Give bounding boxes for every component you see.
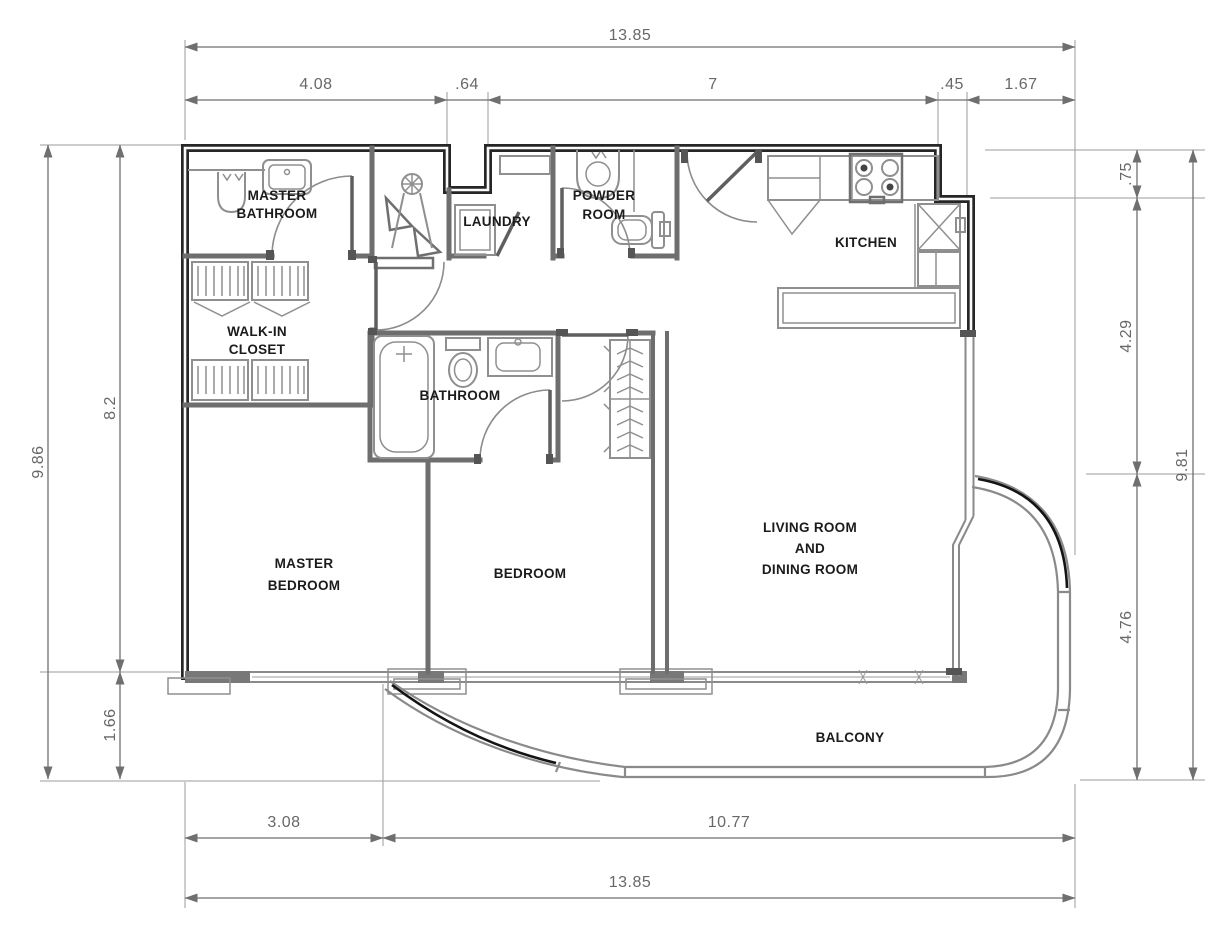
dim-bottom: 3.08 10.77 13.85: [184, 814, 1076, 903]
dim-8-2: 8.2: [102, 396, 119, 420]
laundry-fixtures: [454, 155, 551, 256]
dim-75: .75: [1118, 162, 1135, 186]
interior-walls: [182, 145, 680, 675]
bottom-window-wall: [167, 668, 967, 695]
powder-room-door[interactable]: [557, 187, 635, 258]
dim-45: .45: [940, 76, 964, 93]
toilet-icon: [445, 337, 481, 388]
label-walk-in-closet-1: WALK-IN: [227, 324, 287, 339]
bedroom-door[interactable]: [556, 329, 638, 402]
label-master-bathroom-2: BATHROOM: [237, 206, 318, 221]
label-balcony: BALCONY: [816, 730, 885, 745]
label-bedroom: BEDROOM: [494, 566, 567, 581]
label-master-bathroom-1: MASTER: [248, 188, 307, 203]
dim-4-08: 4.08: [299, 76, 332, 93]
dim-9-86: 9.86: [30, 445, 47, 478]
kitchen-island: [777, 287, 961, 329]
label-laundry: LAUNDRY: [463, 214, 531, 229]
dim-right: .75 4.29 4.76 9.81: [1118, 149, 1198, 781]
wardrobe-icon: [603, 339, 651, 459]
dim-9-81: 9.81: [1174, 448, 1191, 481]
toilet-icon: [217, 172, 246, 214]
master-bathroom-door[interactable]: [266, 175, 356, 260]
balcony-railing-icon: [384, 474, 1072, 779]
bathroom-door[interactable]: [474, 389, 553, 464]
label-living-dining-3: DINING ROOM: [762, 562, 858, 577]
dim-1-67: 1.67: [1004, 76, 1037, 93]
shower-threshold: [373, 256, 435, 270]
label-walk-in-closet-2: CLOSET: [229, 342, 286, 357]
dim-top-total-label: 13.85: [609, 27, 652, 44]
dim-top-total: 13.85: [184, 27, 1076, 52]
dim-3-08: 3.08: [267, 814, 300, 831]
label-living-dining-1: LIVING ROOM: [763, 520, 857, 535]
label-living-dining-2: AND: [795, 541, 825, 556]
label-bathroom: BATHROOM: [420, 388, 501, 403]
shower-icon: [391, 173, 433, 249]
extension-lines: [40, 40, 1205, 908]
laundry-shelf: [499, 155, 551, 175]
bathtub-icon: [373, 335, 435, 459]
sink-icon: [487, 337, 553, 377]
powder-room-fixtures: [576, 150, 671, 249]
exterior-walls: [181, 144, 975, 680]
closet-rack-icon: [191, 261, 311, 401]
bathroom-fixtures: [373, 335, 553, 459]
dim-4-76: 4.76: [1118, 610, 1135, 643]
stove-icon: [848, 152, 904, 205]
dim-7: 7: [708, 76, 717, 93]
dim-1-66: 1.66: [102, 708, 119, 741]
right-window-wall: [946, 330, 976, 676]
kitchen-sink-icon: [917, 203, 966, 251]
sink-icon: [262, 159, 312, 195]
dim-left: 9.86 8.2 1.66: [30, 144, 125, 780]
kitchen-fixtures: [767, 152, 966, 329]
sink-icon: [576, 150, 620, 200]
label-master-bedroom-1: MASTER: [275, 556, 334, 571]
label-kitchen: KITCHEN: [835, 235, 897, 250]
dim-10-77: 10.77: [708, 814, 751, 831]
dim-4-29: 4.29: [1118, 319, 1135, 352]
walk-in-closet-door[interactable]: [368, 256, 445, 335]
laundry-door[interactable]: [495, 211, 521, 257]
toilet-icon: [611, 211, 671, 249]
dim-top-segments: 4.08 .64 7 .45 1.67: [184, 76, 1076, 105]
dim-64: .64: [455, 76, 479, 93]
walk-in-closet-fixtures: [191, 261, 311, 401]
dim-bottom-total-label: 13.85: [609, 874, 652, 891]
bedroom-fixtures: [603, 339, 651, 459]
fridge-icon: [767, 199, 821, 236]
label-powder-room-2: ROOM: [582, 207, 625, 222]
dimensions: 13.85 4.08 .64 7 .45 1.67 9.86 8.2 1.66: [30, 27, 1198, 903]
washer-icon: [454, 204, 496, 256]
label-powder-room-1: POWDER: [573, 188, 636, 203]
doors: [266, 150, 762, 464]
master-bathroom-fixtures: [188, 159, 433, 249]
label-master-bedroom-2: BEDROOM: [268, 578, 341, 593]
entry-door[interactable]: [681, 150, 762, 223]
room-labels: MASTER BATHROOM LAUNDRY POWDER ROOM KITC…: [227, 188, 897, 745]
